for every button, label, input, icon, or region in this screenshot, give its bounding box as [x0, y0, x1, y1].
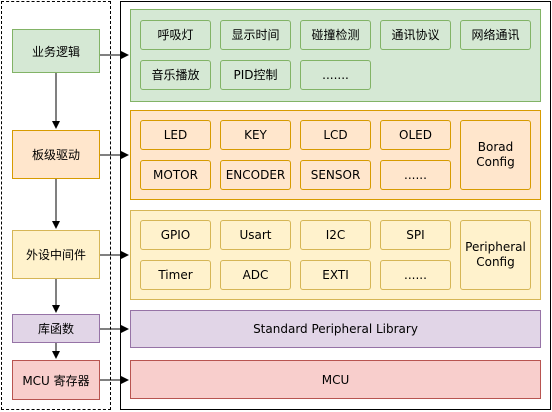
peripheral-config-box: Peripheral Config	[460, 220, 531, 290]
board-item: LCD	[300, 120, 371, 150]
business-item: 呼吸灯	[140, 20, 211, 50]
library-panel-label: Standard Peripheral Library	[253, 322, 418, 336]
business-item: 网络通讯	[460, 20, 531, 50]
right-frame	[120, 1, 551, 410]
middleware-item: Timer	[140, 260, 211, 290]
board-item: MOTOR	[140, 160, 211, 190]
mcu-panel: MCU	[130, 360, 541, 399]
layer-peripheral-middleware: 外设中间件	[12, 230, 100, 279]
layer-mcu-register-label: MCU 寄存器	[22, 373, 90, 388]
board-item: SENSOR	[300, 160, 371, 190]
business-item: 显示时间	[220, 20, 291, 50]
business-item: 音乐播放	[140, 60, 211, 90]
left-dashed-frame	[1, 1, 111, 410]
mcu-panel-label: MCU	[321, 372, 350, 387]
library-panel: Standard Peripheral Library	[130, 310, 541, 348]
middleware-item: GPIO	[140, 220, 211, 250]
middleware-item: ......	[380, 260, 451, 290]
board-config-box: Borad Config	[460, 120, 531, 190]
board-item: OLED	[380, 120, 451, 150]
board-item: ......	[380, 160, 451, 190]
business-item: 碰撞检测	[300, 20, 371, 50]
board-item: ENCODER	[220, 160, 291, 190]
peripheral-config-line-2: Config	[476, 255, 515, 269]
board-item: LED	[140, 120, 211, 150]
business-item: PID控制	[220, 60, 291, 90]
middleware-item: Usart	[220, 220, 291, 250]
board-item: KEY	[220, 120, 291, 150]
middleware-item: I2C	[300, 220, 371, 250]
middleware-item: ADC	[220, 260, 291, 290]
peripheral-config-line-1: Peripheral	[465, 240, 526, 254]
board-config-line-2: Config	[476, 155, 515, 169]
layer-board-driver: 板级驱动	[12, 130, 100, 179]
layer-board-driver-label: 板级驱动	[31, 148, 80, 162]
layer-library-label: 库函数	[37, 322, 74, 336]
layer-mcu-register: MCU 寄存器	[12, 360, 100, 400]
middleware-item: EXTI	[300, 260, 371, 290]
layer-peripheral-middleware-label: 外设中间件	[25, 248, 86, 262]
layer-business-logic-label: 业务逻辑	[31, 44, 80, 59]
middleware-item: SPI	[380, 220, 451, 250]
board-config-line-1: Borad	[477, 140, 514, 154]
layer-library: 库函数	[12, 314, 100, 343]
business-item: .......	[300, 60, 371, 90]
layer-business-logic: 业务逻辑	[12, 29, 100, 73]
business-item: 通讯协议	[380, 20, 451, 50]
